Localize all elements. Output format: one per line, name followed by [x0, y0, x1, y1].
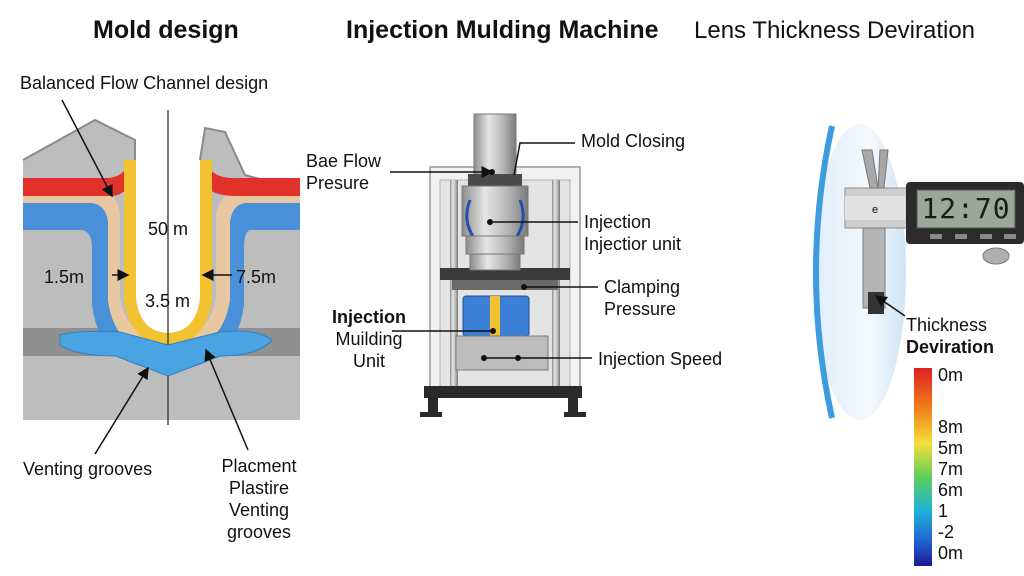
- legend-label-2: 5m: [938, 438, 964, 458]
- label-thickness-deviration: Thickness Deviration: [906, 314, 994, 358]
- label-placement-line4: grooves: [226, 522, 292, 542]
- label-balanced-flow: Balanced Flow Channel design: [20, 73, 269, 93]
- label-injection-unit: Injection Injectior unit: [584, 211, 681, 255]
- label-bae-flow: Bae Flow Presure: [306, 150, 381, 194]
- label-dim-7-5m: 7.5m: [236, 267, 277, 287]
- legend-label-5: 1: [938, 501, 949, 521]
- label-bae-flow-line2: Presure: [306, 173, 370, 193]
- label-injection-line1: Injection: [584, 212, 652, 232]
- blue-flow-channel: [23, 200, 300, 370]
- title-lens-thickness: Lens Thickness Deviration: [694, 17, 976, 44]
- label-bae-flow-line1: Bae Flow: [306, 151, 382, 171]
- label-venting-grooves: Venting grooves: [23, 459, 153, 479]
- label-placement-line2: Plastire: [228, 478, 290, 498]
- label-dim-50m: 50 m: [148, 219, 189, 239]
- label-placement-line3: Venting: [228, 500, 290, 520]
- legend-label-0: 0m: [938, 365, 964, 385]
- label-clamping-line1: Clamping: [604, 277, 681, 297]
- legend-label-3: 7m: [938, 459, 964, 479]
- caliper-reading: 12:70: [921, 192, 1011, 225]
- lens-cavity: [59, 330, 273, 377]
- label-mulding-unit: Injection Muilding Unit: [322, 306, 416, 372]
- injection-unit-body: [461, 185, 529, 237]
- yellow-sprue: [124, 160, 212, 346]
- legend-labels: 0m 8m 5m 7m 6m 1 -2 0m: [938, 365, 963, 564]
- legend-label-7: 0m: [938, 543, 964, 563]
- label-placement-line1: Placment: [221, 456, 297, 476]
- label-mulding-line1: Injection: [331, 307, 406, 327]
- legend-label-6: -2: [938, 522, 955, 542]
- red-runner-right: [200, 160, 300, 196]
- legend-label-4: 6m: [938, 480, 964, 500]
- title-injection-machine: Injection Mulding Machine: [346, 16, 659, 44]
- label-mulding-line2: Muilding: [335, 329, 403, 349]
- caliper-screen: [916, 189, 1016, 229]
- legend-label-1: 8m: [938, 417, 964, 437]
- clamping-plate-top: [440, 268, 570, 280]
- machine-base: [424, 386, 582, 398]
- label-injection-line2: Injectior unit: [584, 234, 682, 254]
- label-thickness-line2: Deviration: [906, 337, 995, 357]
- label-mold-closing: Mold Closing: [581, 131, 686, 151]
- label-thickness-line1: Thickness: [906, 315, 988, 335]
- legend-color-bar: [914, 368, 932, 566]
- label-dim-3-5m: 3.5 m: [145, 291, 191, 311]
- nozzle-yellow: [490, 296, 500, 344]
- label-clamping-pressure: Clamping Pressure: [604, 276, 680, 320]
- label-placement-stack: Placment Plastire Venting grooves: [204, 455, 314, 543]
- lens-disk: [814, 124, 906, 420]
- label-dim-1-5m: 1.5m: [44, 267, 85, 287]
- label-clamping-line2: Pressure: [604, 299, 677, 319]
- label-mulding-line3: Unit: [352, 351, 385, 371]
- label-injection-speed: Injection Speed: [598, 349, 723, 369]
- title-mold-design: Mold design: [93, 16, 239, 44]
- caliper-mark: e: [872, 204, 879, 216]
- lens-edge: [813, 125, 835, 419]
